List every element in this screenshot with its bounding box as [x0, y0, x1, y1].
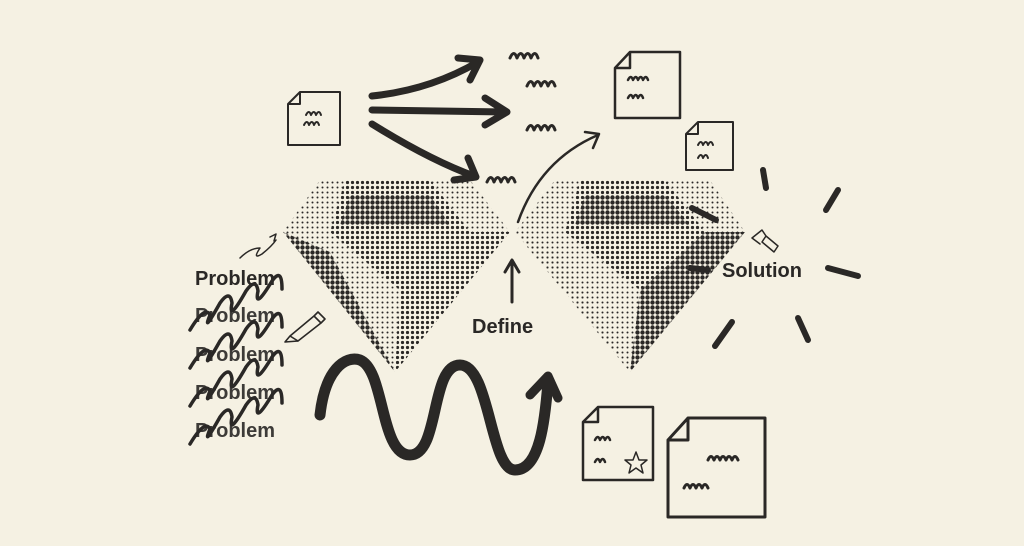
squiggle-arrow-icon: [314, 353, 554, 476]
document-icon: [581, 405, 655, 482]
problem-label-crossed: Problem: [195, 420, 276, 442]
left-diamond: [283, 180, 510, 372]
strike-scribbles: [188, 273, 284, 446]
scribble-marks: [485, 52, 557, 184]
arrow-icon: [239, 233, 277, 259]
define-label: Define: [472, 316, 534, 338]
document-icon: [287, 91, 341, 146]
document-icon: [613, 50, 682, 120]
document-icon: [666, 416, 767, 519]
star-icon: [624, 451, 648, 474]
sparkle-rays: [687, 167, 861, 349]
arrow-icon: [503, 258, 521, 304]
pencil-icon: [284, 311, 326, 343]
problem-label-crossed: Problem: [195, 382, 276, 404]
right-diamond: [515, 180, 745, 372]
problem-label-crossed: Problem: [195, 305, 276, 327]
arrowhead-icon: [525, 371, 563, 403]
problem-label: Problem: [195, 268, 276, 290]
arrow-icon: [516, 130, 601, 224]
solution-label: Solution: [722, 260, 802, 282]
arrow-icon: [368, 54, 511, 184]
document-icon: [685, 121, 734, 171]
problem-label-crossed: Problem: [195, 344, 276, 366]
arrow-icon: [751, 229, 779, 253]
